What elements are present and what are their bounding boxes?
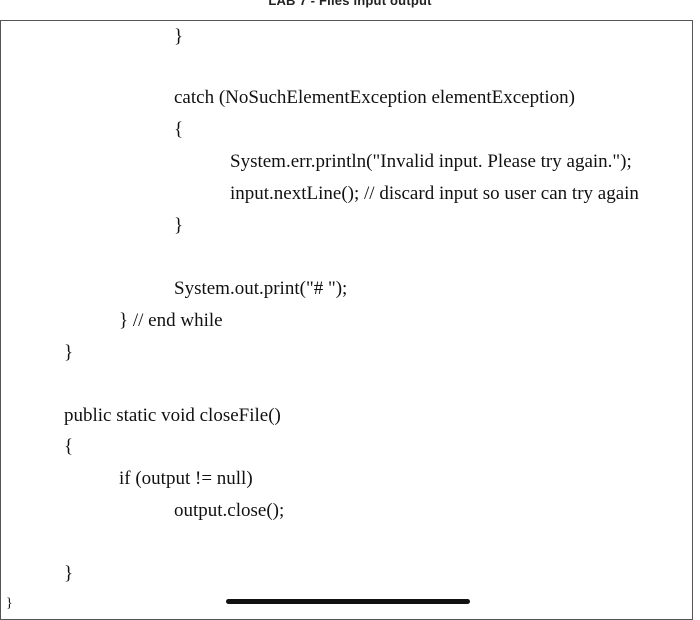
catch-close-brace: } (174, 215, 184, 236)
home-indicator[interactable] (226, 599, 470, 604)
end-while-comment: } // end while (119, 310, 223, 331)
code-frame (0, 20, 693, 620)
method-close-brace: } (64, 342, 74, 363)
catch-statement: catch (NoSuchElementException elementExc… (174, 87, 575, 108)
err-println-statement: System.err.println("Invalid input. Pleas… (230, 151, 632, 172)
close-file-signature: public static void closeFile() (64, 405, 281, 426)
try-close-brace: } (174, 26, 184, 47)
close-file-open-brace: { (64, 436, 74, 457)
next-line-statement: input.nextLine(); // discard input so us… (230, 183, 639, 204)
document-title: LAB 7 - Files input output (268, 0, 432, 8)
class-close-brace: } (6, 596, 13, 611)
catch-open-brace: { (174, 119, 184, 140)
output-close-statement: output.close(); (174, 500, 285, 521)
if-output-statement: if (output != null) (119, 468, 253, 489)
print-prompt-statement: System.out.print("# "); (174, 278, 348, 299)
close-file-close-brace: } (64, 563, 74, 584)
